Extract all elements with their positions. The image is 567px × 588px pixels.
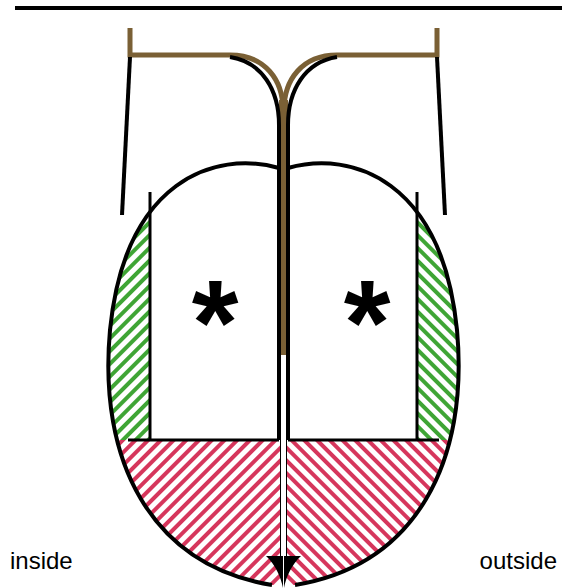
top-line: [15, 6, 562, 10]
side-label: outside: [480, 549, 557, 573]
asterisk-mark: *: [192, 262, 239, 382]
side-label: inside: [10, 549, 73, 573]
asterisk-mark: *: [344, 262, 391, 382]
shoe-half: [90, 57, 283, 588]
